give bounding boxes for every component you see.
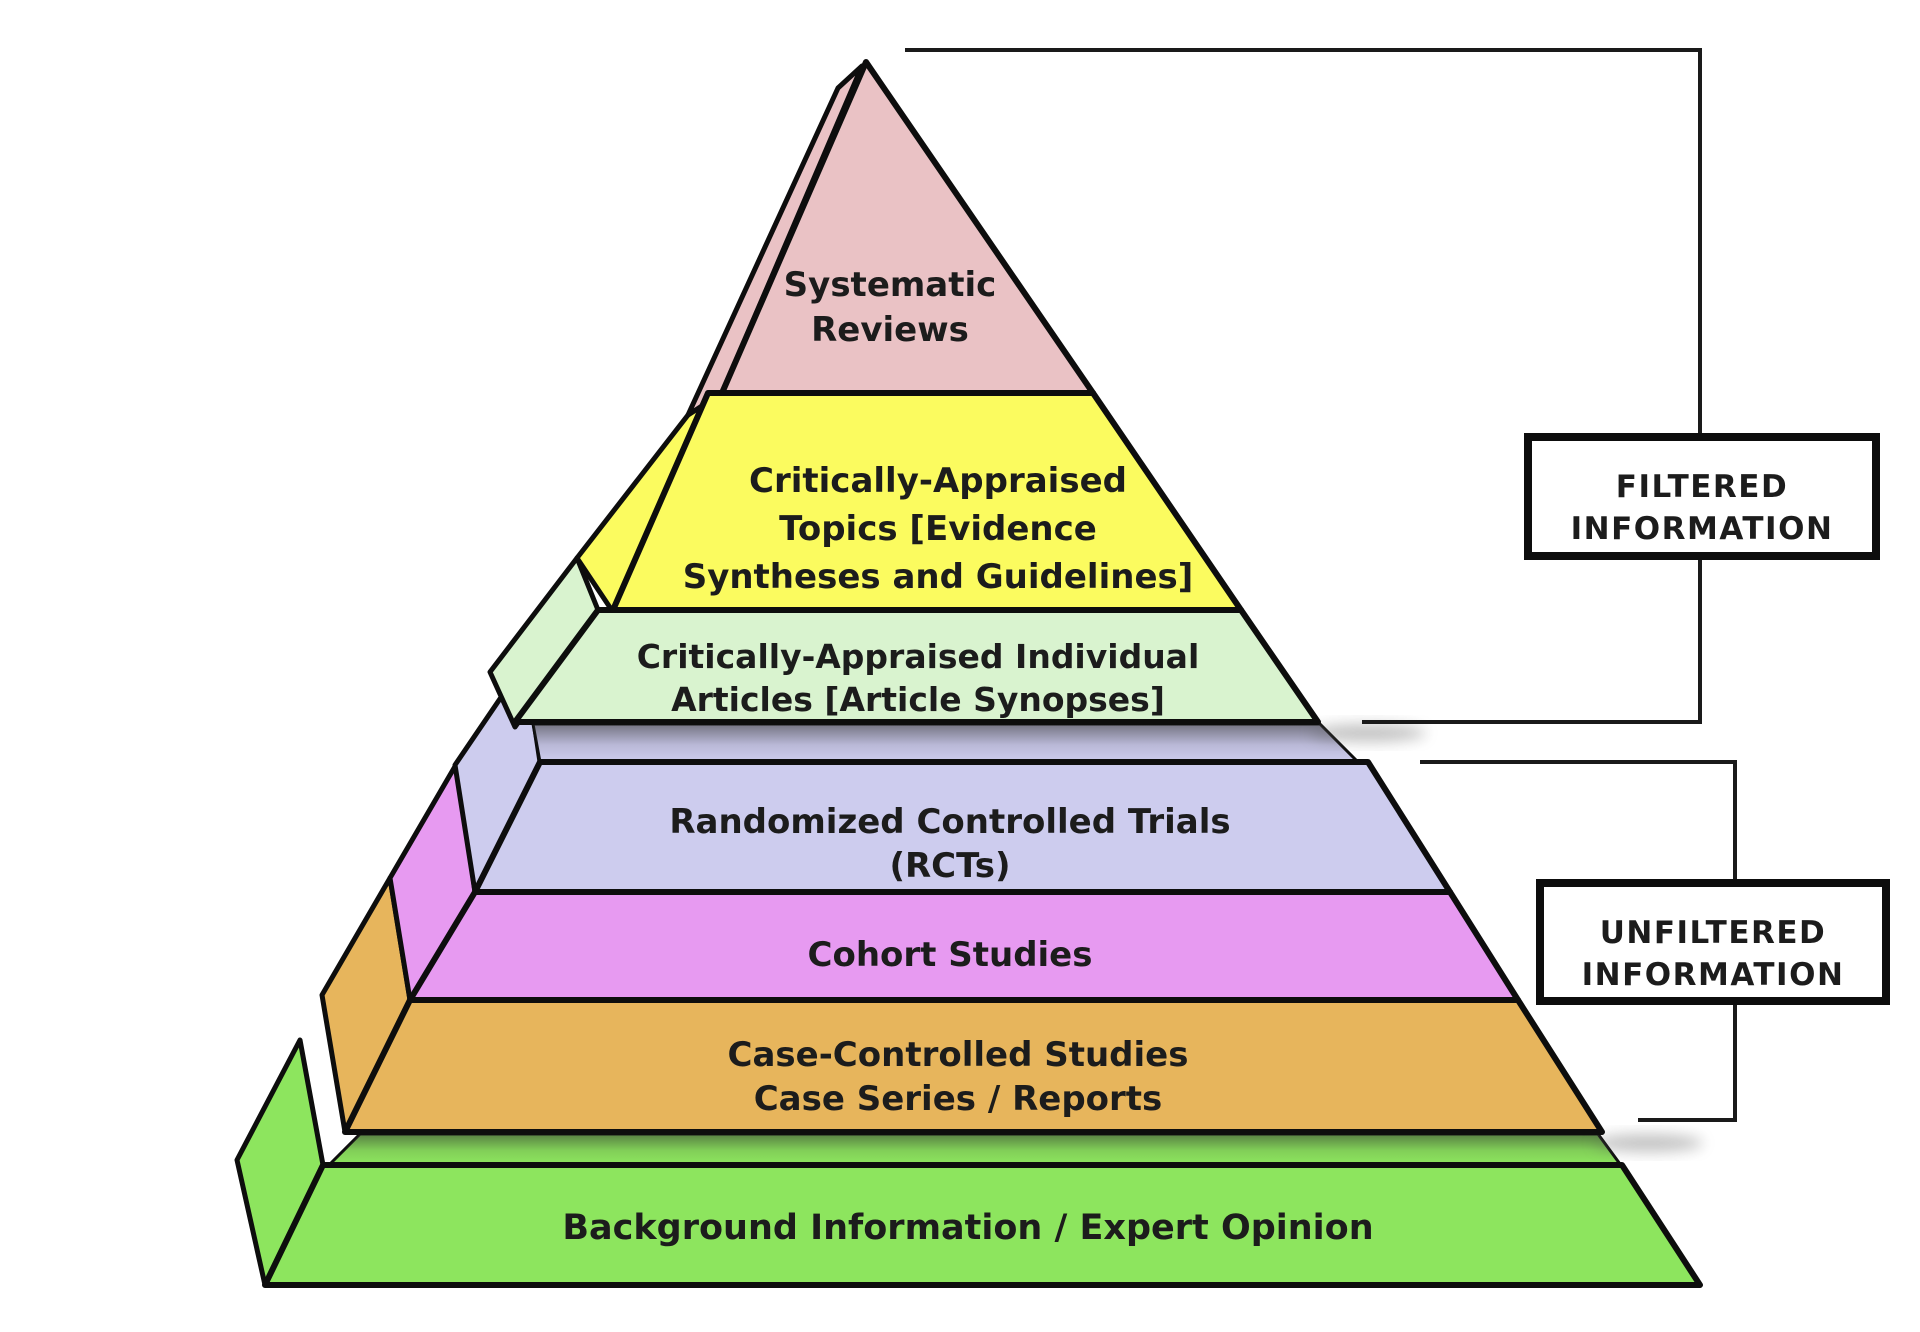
cohort-studies-label: Cohort Studies [808, 935, 1093, 975]
case-controlled-studies-label-line2: Case Series / Reports [754, 1079, 1163, 1119]
rcts-top-band-shadow [533, 724, 1358, 762]
unfiltered-information-label-line1: UNFILTERED [1600, 915, 1827, 951]
randomized-controlled-trials-front [472, 759, 1453, 895]
case-controlled-studies-label-line1: Case-Controlled Studies [728, 1035, 1189, 1075]
systematic-reviews-label-line2: Reviews [811, 310, 969, 350]
randomized-controlled-trials-label-line2: (RCTs) [889, 846, 1010, 886]
critically-appraised-topics-label-line1: Critically-Appraised [749, 461, 1127, 501]
unfiltered-information-label-line2: INFORMATION [1582, 957, 1845, 993]
systematic-reviews-front [719, 59, 1096, 396]
background-information-label: Background Information / Expert Opinion [562, 1208, 1373, 1248]
systematic-reviews-label-line1: Systematic [784, 265, 997, 305]
gap-shadow-lower [1593, 1134, 1703, 1152]
background-information-front [262, 1162, 1703, 1288]
filtered-bracket-top [905, 48, 1702, 437]
critically-appraised-topics-label-line3: Syntheses and Guidelines] [683, 557, 1194, 597]
gap-shadow-upper [1310, 724, 1426, 742]
critically-appraised-individual-articles-label-line1: Critically-Appraised Individual [637, 637, 1200, 676]
critically-appraised-individual-articles-label-line2: Articles [Article Synopses] [671, 680, 1165, 719]
filtered-information-box [1524, 433, 1880, 560]
critically-appraised-individual-articles-side [487, 555, 601, 730]
unfiltered-information-box [1536, 879, 1890, 1005]
randomized-controlled-trials-label-line1: Randomized Controlled Trials [669, 802, 1230, 842]
unfiltered-bracket-bottom [1638, 1001, 1737, 1122]
filtered-information-label-line2: INFORMATION [1571, 511, 1834, 547]
unfiltered-bracket-top [1420, 760, 1737, 883]
background-information-top-band-shadow [330, 1134, 1620, 1164]
filtered-information-label-line1: FILTERED [1616, 469, 1788, 505]
critically-appraised-topics-label-line2: Topics [Evidence [779, 509, 1097, 549]
filtered-bracket-bottom [1362, 556, 1702, 724]
